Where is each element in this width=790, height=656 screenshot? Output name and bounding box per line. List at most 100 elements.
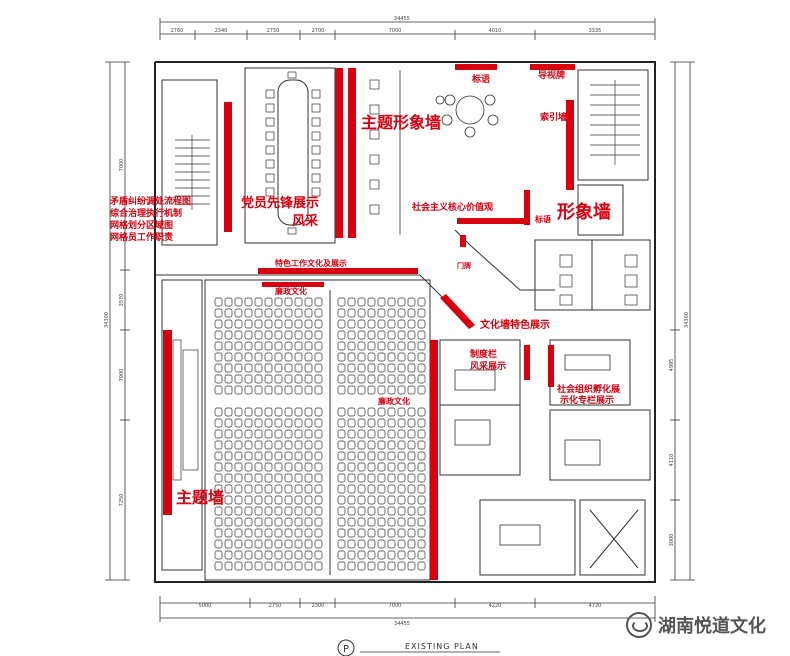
hall-seat bbox=[397, 352, 406, 362]
hall-seat bbox=[274, 473, 283, 483]
hall-seat bbox=[224, 561, 233, 571]
hall-seat bbox=[284, 462, 293, 472]
hall-seat bbox=[274, 352, 283, 362]
hall-seat bbox=[387, 528, 396, 538]
hall-seat bbox=[274, 374, 283, 384]
hall-seat bbox=[274, 407, 283, 417]
hall-seat bbox=[274, 528, 283, 538]
hall-seat bbox=[387, 308, 396, 318]
hall-seat bbox=[417, 374, 426, 384]
hall-seat bbox=[254, 319, 263, 329]
hall-seat bbox=[347, 385, 356, 395]
hall-seat bbox=[214, 528, 223, 538]
hall-seat bbox=[377, 462, 386, 472]
hall-seat bbox=[294, 539, 303, 549]
hall-seat bbox=[337, 451, 346, 461]
hall-seat bbox=[294, 440, 303, 450]
toilet-fixtures bbox=[559, 254, 638, 306]
hall-seat bbox=[357, 495, 366, 505]
hall-seat bbox=[304, 319, 313, 329]
hall-seat bbox=[367, 429, 376, 439]
hall-seat bbox=[407, 484, 416, 494]
hall-seat bbox=[314, 550, 323, 560]
hall-seat bbox=[264, 352, 273, 362]
hall-seat bbox=[224, 330, 233, 340]
hall-seat bbox=[407, 429, 416, 439]
hall-seat bbox=[314, 528, 323, 538]
hall-seat bbox=[314, 451, 323, 461]
hall-seat bbox=[357, 550, 366, 560]
hall-seat bbox=[304, 330, 313, 340]
dim-bottom-4: 7000 bbox=[389, 603, 402, 609]
hall-seat bbox=[234, 561, 243, 571]
watermark-text: 湖南悦道文化 bbox=[658, 616, 766, 637]
hall-seat bbox=[234, 308, 243, 318]
hall-seat bbox=[264, 561, 273, 571]
hall-seat bbox=[337, 418, 346, 428]
hall-seat bbox=[264, 451, 273, 461]
hall-seat bbox=[397, 462, 406, 472]
hall-seat bbox=[377, 385, 386, 395]
wall-left-list: 矛盾纠纷调处流程图 综合治理执行机制 网格划分区域图 网格员工作职责 bbox=[109, 195, 191, 243]
hall-seat bbox=[314, 539, 323, 549]
dim-bottom-3: 2300 bbox=[312, 603, 325, 609]
hall-seat bbox=[234, 528, 243, 538]
label-culture-corridor: 文化墙特色展示 bbox=[480, 318, 550, 331]
hall-seating bbox=[214, 297, 426, 571]
hall-seat bbox=[304, 407, 313, 417]
hall-seat bbox=[214, 451, 223, 461]
hall-seat bbox=[407, 517, 416, 527]
hall-seat bbox=[387, 385, 396, 395]
hall-seat bbox=[264, 550, 273, 560]
hall-seat bbox=[294, 352, 303, 362]
hall-seat bbox=[254, 506, 263, 516]
hall-seat bbox=[337, 330, 346, 340]
wall-left-item-3: 网格划分区域图 bbox=[110, 219, 173, 231]
hall-seat bbox=[337, 341, 346, 351]
hall-seat bbox=[347, 462, 356, 472]
hall-seat bbox=[347, 407, 356, 417]
hall-seat bbox=[337, 550, 346, 560]
label-door-plate: 门牌 bbox=[457, 261, 471, 270]
hall-seat bbox=[224, 451, 233, 461]
hall-seat bbox=[284, 352, 293, 362]
dim-bottom-6: 4720 bbox=[589, 603, 602, 609]
hall-seat bbox=[304, 561, 313, 571]
hall-seat bbox=[214, 495, 223, 505]
dim-left-2: 3570 bbox=[119, 294, 125, 307]
hall-seat bbox=[244, 308, 253, 318]
hall-seat bbox=[254, 385, 263, 395]
hall-seat bbox=[244, 352, 253, 362]
hall-seat bbox=[284, 539, 293, 549]
watermark: 湖南悦道文化 bbox=[626, 612, 766, 638]
hall-seat bbox=[264, 374, 273, 384]
hall-seat bbox=[357, 517, 366, 527]
hall-seat bbox=[294, 495, 303, 505]
hall-seat bbox=[314, 462, 323, 472]
hall-seat bbox=[304, 341, 313, 351]
hall-seat bbox=[417, 440, 426, 450]
hall-seat bbox=[337, 297, 346, 307]
label-slogan-2: 标语 bbox=[534, 214, 551, 224]
hall-seat bbox=[387, 363, 396, 373]
hall-seat bbox=[347, 550, 356, 560]
top-dimension-chain bbox=[159, 18, 656, 40]
hall-seat bbox=[234, 495, 243, 505]
hall-seat bbox=[274, 462, 283, 472]
hall-seat bbox=[407, 440, 416, 450]
hall-seat bbox=[314, 506, 323, 516]
hall-seat bbox=[304, 297, 313, 307]
office-desks bbox=[454, 354, 611, 546]
hall-seat bbox=[357, 440, 366, 450]
hall-seat bbox=[284, 374, 293, 384]
hall-seat bbox=[314, 308, 323, 318]
hall-seat bbox=[244, 495, 253, 505]
hall-seat bbox=[397, 517, 406, 527]
hall-seat bbox=[214, 462, 223, 472]
hall-seat bbox=[224, 539, 233, 549]
hall-seat bbox=[274, 385, 283, 395]
hall-seat bbox=[304, 451, 313, 461]
hall-seat bbox=[304, 352, 313, 362]
hall-seat bbox=[407, 495, 416, 505]
hall-seat bbox=[314, 429, 323, 439]
